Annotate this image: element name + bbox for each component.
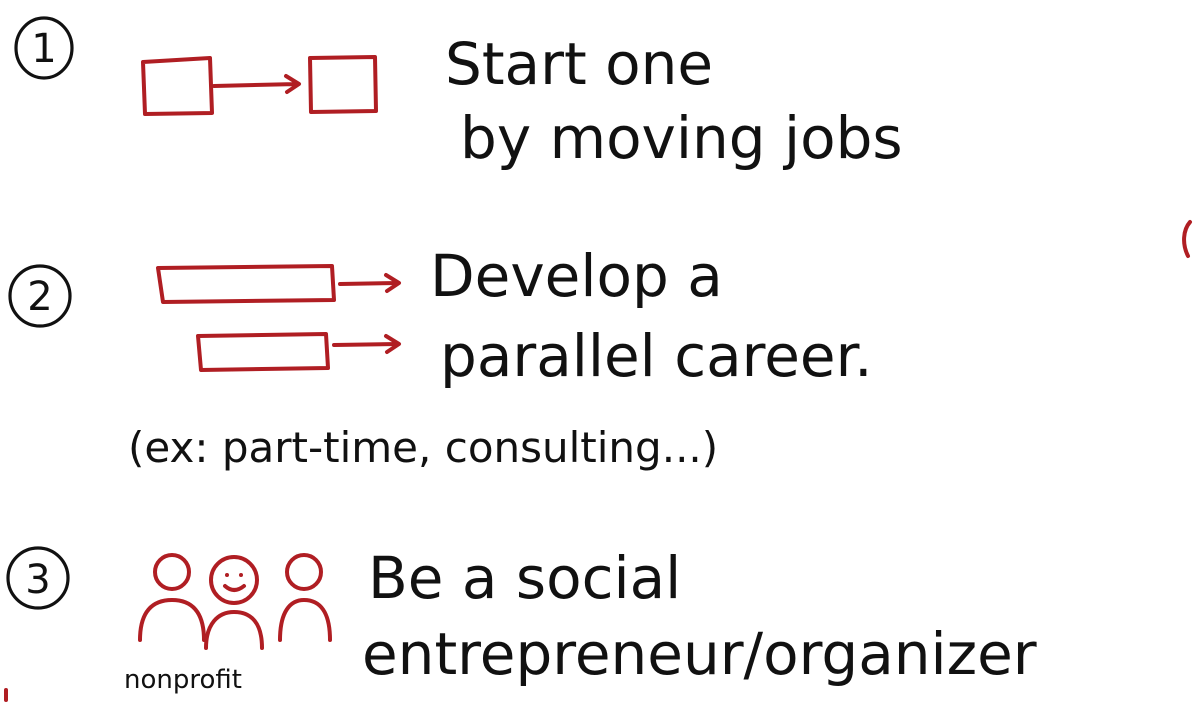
bottom-bar <box>196 332 330 372</box>
step-3: 3 nonprofit Be a social en <box>6 544 1037 695</box>
top-bar <box>156 264 336 304</box>
step-1-number-badge: 1 <box>14 16 74 80</box>
person-right-head <box>285 553 323 591</box>
step-1-line-1: Start one <box>445 30 713 98</box>
person-left-body <box>138 598 206 642</box>
person-right <box>278 553 332 642</box>
step-2-number-circle <box>8 264 72 328</box>
step-2-line-2: parallel career. <box>440 322 873 390</box>
person-middle-smiling <box>204 555 264 650</box>
person-middle-head <box>209 555 259 605</box>
left-box <box>141 56 214 116</box>
step-3-number-circle <box>6 546 70 610</box>
box-arrow-box-icon <box>141 55 378 116</box>
person-right-body <box>278 598 332 642</box>
connector-arrow <box>212 74 301 94</box>
step-1-number: 1 <box>31 26 56 72</box>
step-1-line-2: by moving jobs <box>460 104 903 172</box>
step-2-note: (ex: part-time, consulting...) <box>128 423 718 472</box>
step-3-number-badge: 3 <box>6 546 70 610</box>
step-2-number-badge: 2 <box>8 264 72 328</box>
step-3-number: 3 <box>25 557 50 603</box>
person-middle-eye-left <box>225 573 229 577</box>
person-middle-eye-right <box>239 573 243 577</box>
step-3-line-1: Be a social <box>368 544 681 612</box>
edge-red-mark-right <box>1182 220 1192 258</box>
right-box <box>308 55 378 114</box>
person-middle-smile <box>223 584 246 592</box>
three-people-icon <box>138 553 332 650</box>
person-left <box>138 553 206 642</box>
step-1-number-circle <box>14 16 74 80</box>
parallel-bars-arrows-icon <box>156 264 401 372</box>
step-3-line-2: entrepreneur/organizer <box>362 620 1037 688</box>
top-arrow <box>338 273 401 293</box>
step-2: 2 Develop a parallel career. (ex: part-t… <box>8 242 873 472</box>
person-left-head <box>153 553 191 591</box>
person-middle-body <box>204 610 264 650</box>
step-2-line-1: Develop a <box>430 242 723 310</box>
step-2-number: 2 <box>27 274 52 320</box>
bottom-arrow <box>332 334 401 354</box>
step-1: 1 Start one by moving jobs <box>14 16 903 172</box>
step-3-caption: nonprofit <box>124 665 242 695</box>
